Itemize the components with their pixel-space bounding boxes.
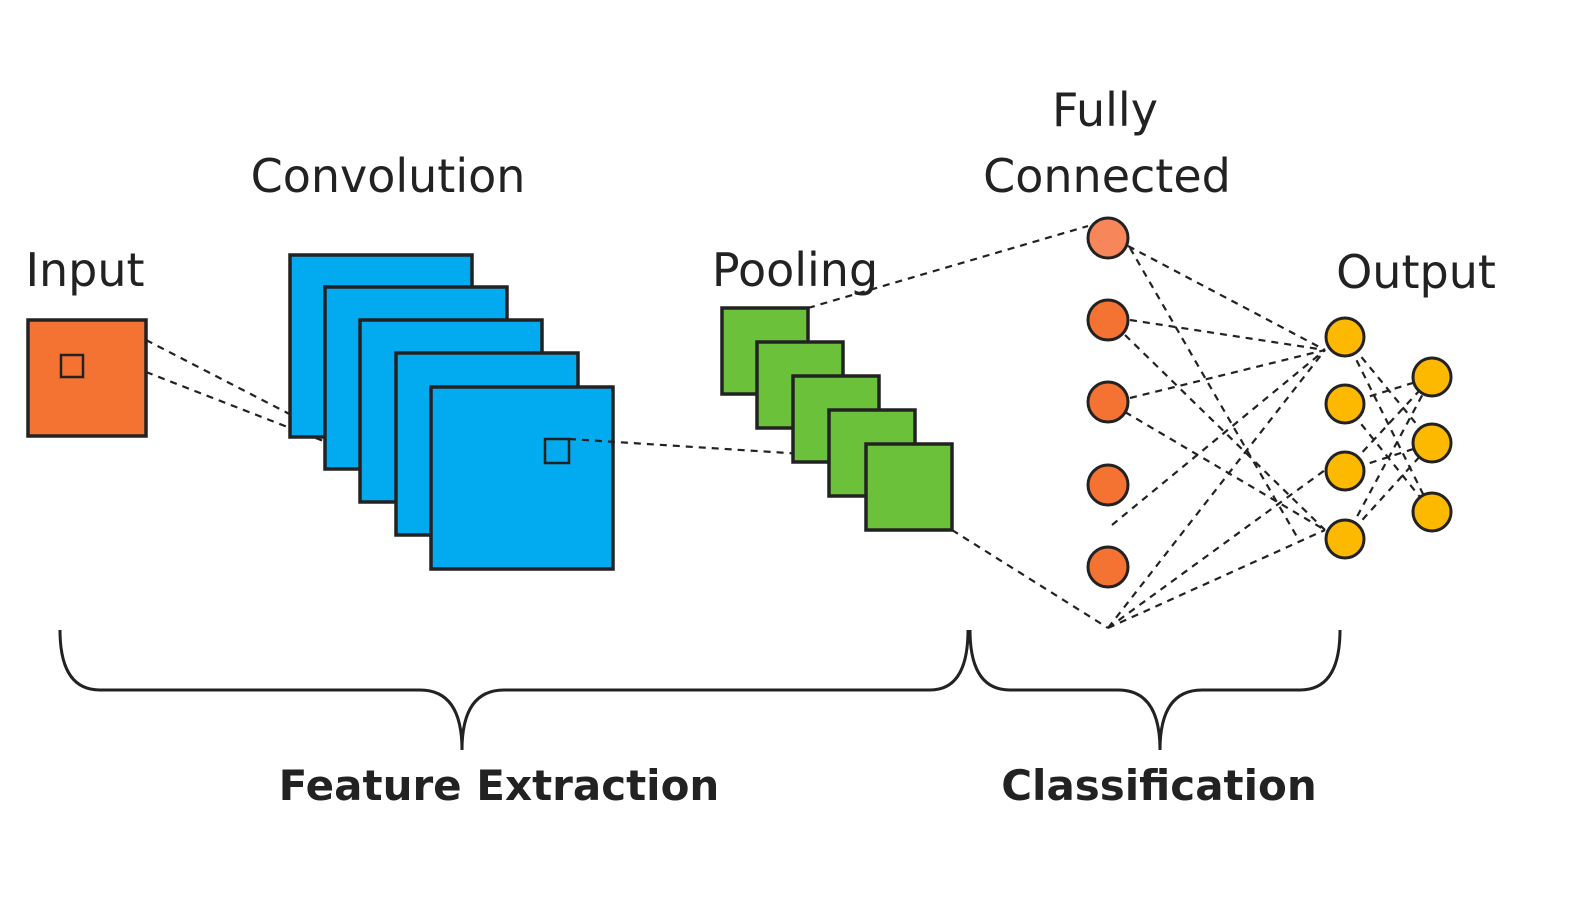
output-label: Output	[1336, 245, 1496, 299]
output-hidden-node-3	[1324, 450, 1366, 492]
pool-map-5	[864, 442, 954, 532]
fc-node-5	[1086, 545, 1130, 589]
fully-connected-layer	[1086, 216, 1130, 589]
classification-brace	[968, 629, 1342, 751]
feature-extraction-label: Feature Extraction	[279, 761, 720, 810]
pooling-label: Pooling	[712, 243, 878, 297]
feature-extraction-brace	[58, 629, 970, 751]
fc-node-1	[1086, 216, 1130, 260]
output-node-3	[1411, 491, 1453, 533]
fc-node-2	[1086, 298, 1130, 342]
output-hidden-node-2	[1324, 383, 1366, 425]
input-layer	[26, 318, 148, 438]
convolution-label: Convolution	[251, 149, 526, 203]
input-image	[26, 318, 148, 438]
classification-connections	[807, 224, 1433, 630]
output-hidden-layer	[1324, 316, 1366, 560]
output-node-2	[1411, 422, 1453, 464]
output-hidden-node-1	[1324, 316, 1366, 358]
conv-map-5	[429, 385, 615, 571]
fully-connected-label-line1: Fully	[1052, 83, 1158, 137]
output-final-layer	[1411, 356, 1453, 533]
fc-node-3	[1086, 380, 1130, 424]
fc-node-4	[1086, 463, 1130, 507]
convolution-layer	[288, 253, 615, 571]
output-node-1	[1411, 356, 1453, 398]
pooling-layer	[720, 306, 954, 532]
input-receptive-field	[59, 353, 85, 379]
classification-label: Classification	[1001, 761, 1317, 810]
conv-receptive-field	[543, 437, 571, 465]
fully-connected-label-line2: Connected	[983, 149, 1231, 203]
input-label: Input	[25, 243, 144, 297]
output-hidden-node-4	[1324, 518, 1366, 560]
